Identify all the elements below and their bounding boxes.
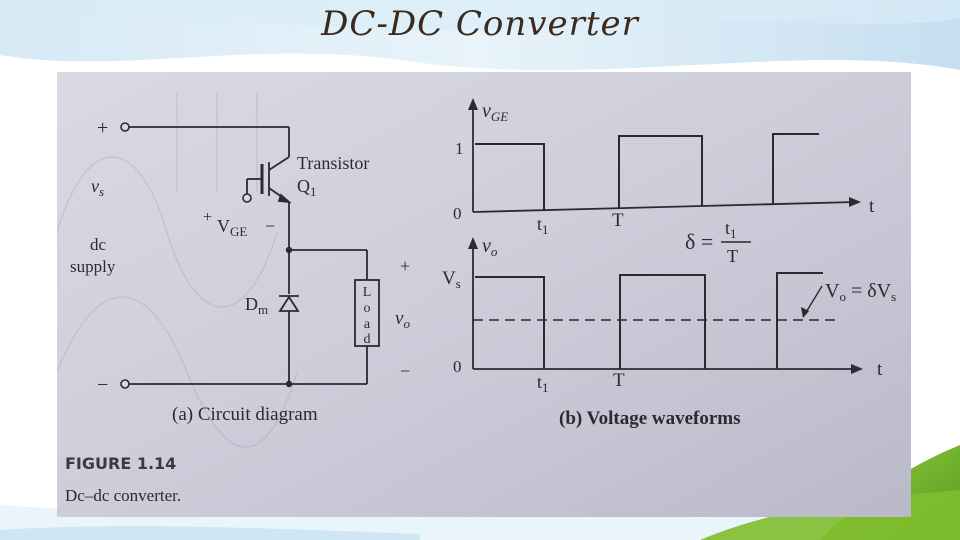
T-bottom: T bbox=[613, 370, 625, 391]
svg-text:o: o bbox=[364, 301, 371, 316]
vge-waveform bbox=[475, 133, 819, 210]
svg-text:t1: t1 bbox=[725, 218, 737, 241]
average-pointer-head bbox=[801, 307, 809, 318]
load-label: L o a d bbox=[363, 285, 372, 347]
T-top: T bbox=[612, 210, 624, 231]
supply-plus: + bbox=[97, 117, 108, 139]
q1-label: Q1 bbox=[297, 176, 317, 199]
t-axis-bottom: t bbox=[877, 359, 883, 380]
paper-background bbox=[57, 72, 911, 517]
vge-minus: − bbox=[265, 216, 275, 236]
duty-cycle-formula: δ = t1 T bbox=[685, 218, 751, 266]
axis-arrows bbox=[468, 98, 863, 374]
slide-title: DC-DC Converter bbox=[321, 4, 639, 44]
vo-axis-label: vo bbox=[482, 235, 498, 259]
vo-waveform bbox=[475, 272, 823, 369]
supply-minus: − bbox=[97, 374, 108, 396]
bleed-through bbox=[57, 92, 298, 448]
figure-caption: Dc–dc converter. bbox=[65, 486, 181, 505]
average-pointer bbox=[804, 285, 823, 315]
svg-text:d: d bbox=[364, 332, 371, 347]
circuit-diagram bbox=[125, 126, 380, 385]
t1-bottom: t1 bbox=[537, 372, 549, 395]
waveform-axes bbox=[472, 102, 857, 370]
circuit-nodes bbox=[285, 246, 293, 388]
svg-text:L: L bbox=[363, 285, 372, 300]
vo-label: vo bbox=[395, 308, 410, 331]
dc-label: dc bbox=[90, 235, 107, 254]
vge-level-0: 0 bbox=[453, 204, 462, 223]
panel-a-caption: (a) Circuit diagram bbox=[172, 404, 318, 425]
transistor-label: Transistor bbox=[297, 153, 369, 173]
t1-top: t1 bbox=[537, 214, 549, 237]
supply-label: supply bbox=[70, 257, 116, 276]
svg-text:δ =: δ = bbox=[685, 229, 713, 254]
vge-label: VGE bbox=[217, 216, 247, 239]
t-axis-top: t bbox=[869, 196, 875, 217]
terminals bbox=[120, 122, 252, 389]
out-minus: − bbox=[400, 361, 410, 381]
svg-text:T: T bbox=[727, 246, 738, 266]
out-plus: + bbox=[400, 256, 410, 276]
figure-photo: + − vs dc supply Transistor Q1 + VGE − D… bbox=[57, 72, 911, 517]
dm-label: Dm bbox=[245, 294, 268, 317]
vge-axis-label: vGE bbox=[482, 100, 508, 124]
svg-text:a: a bbox=[364, 317, 371, 332]
average-label: Vo = δVs bbox=[825, 280, 896, 304]
vs-label: vs bbox=[91, 176, 104, 199]
vge-plus: + bbox=[203, 209, 212, 226]
vs-level: Vs bbox=[442, 268, 461, 291]
vge-level-1: 1 bbox=[455, 139, 464, 158]
figure-svg: + − vs dc supply Transistor Q1 + VGE − D… bbox=[57, 72, 911, 517]
figure-label: FIGURE 1.14 bbox=[65, 454, 176, 473]
panel-b-caption: (b) Voltage waveforms bbox=[559, 408, 741, 429]
vo-level-0: 0 bbox=[453, 357, 462, 376]
